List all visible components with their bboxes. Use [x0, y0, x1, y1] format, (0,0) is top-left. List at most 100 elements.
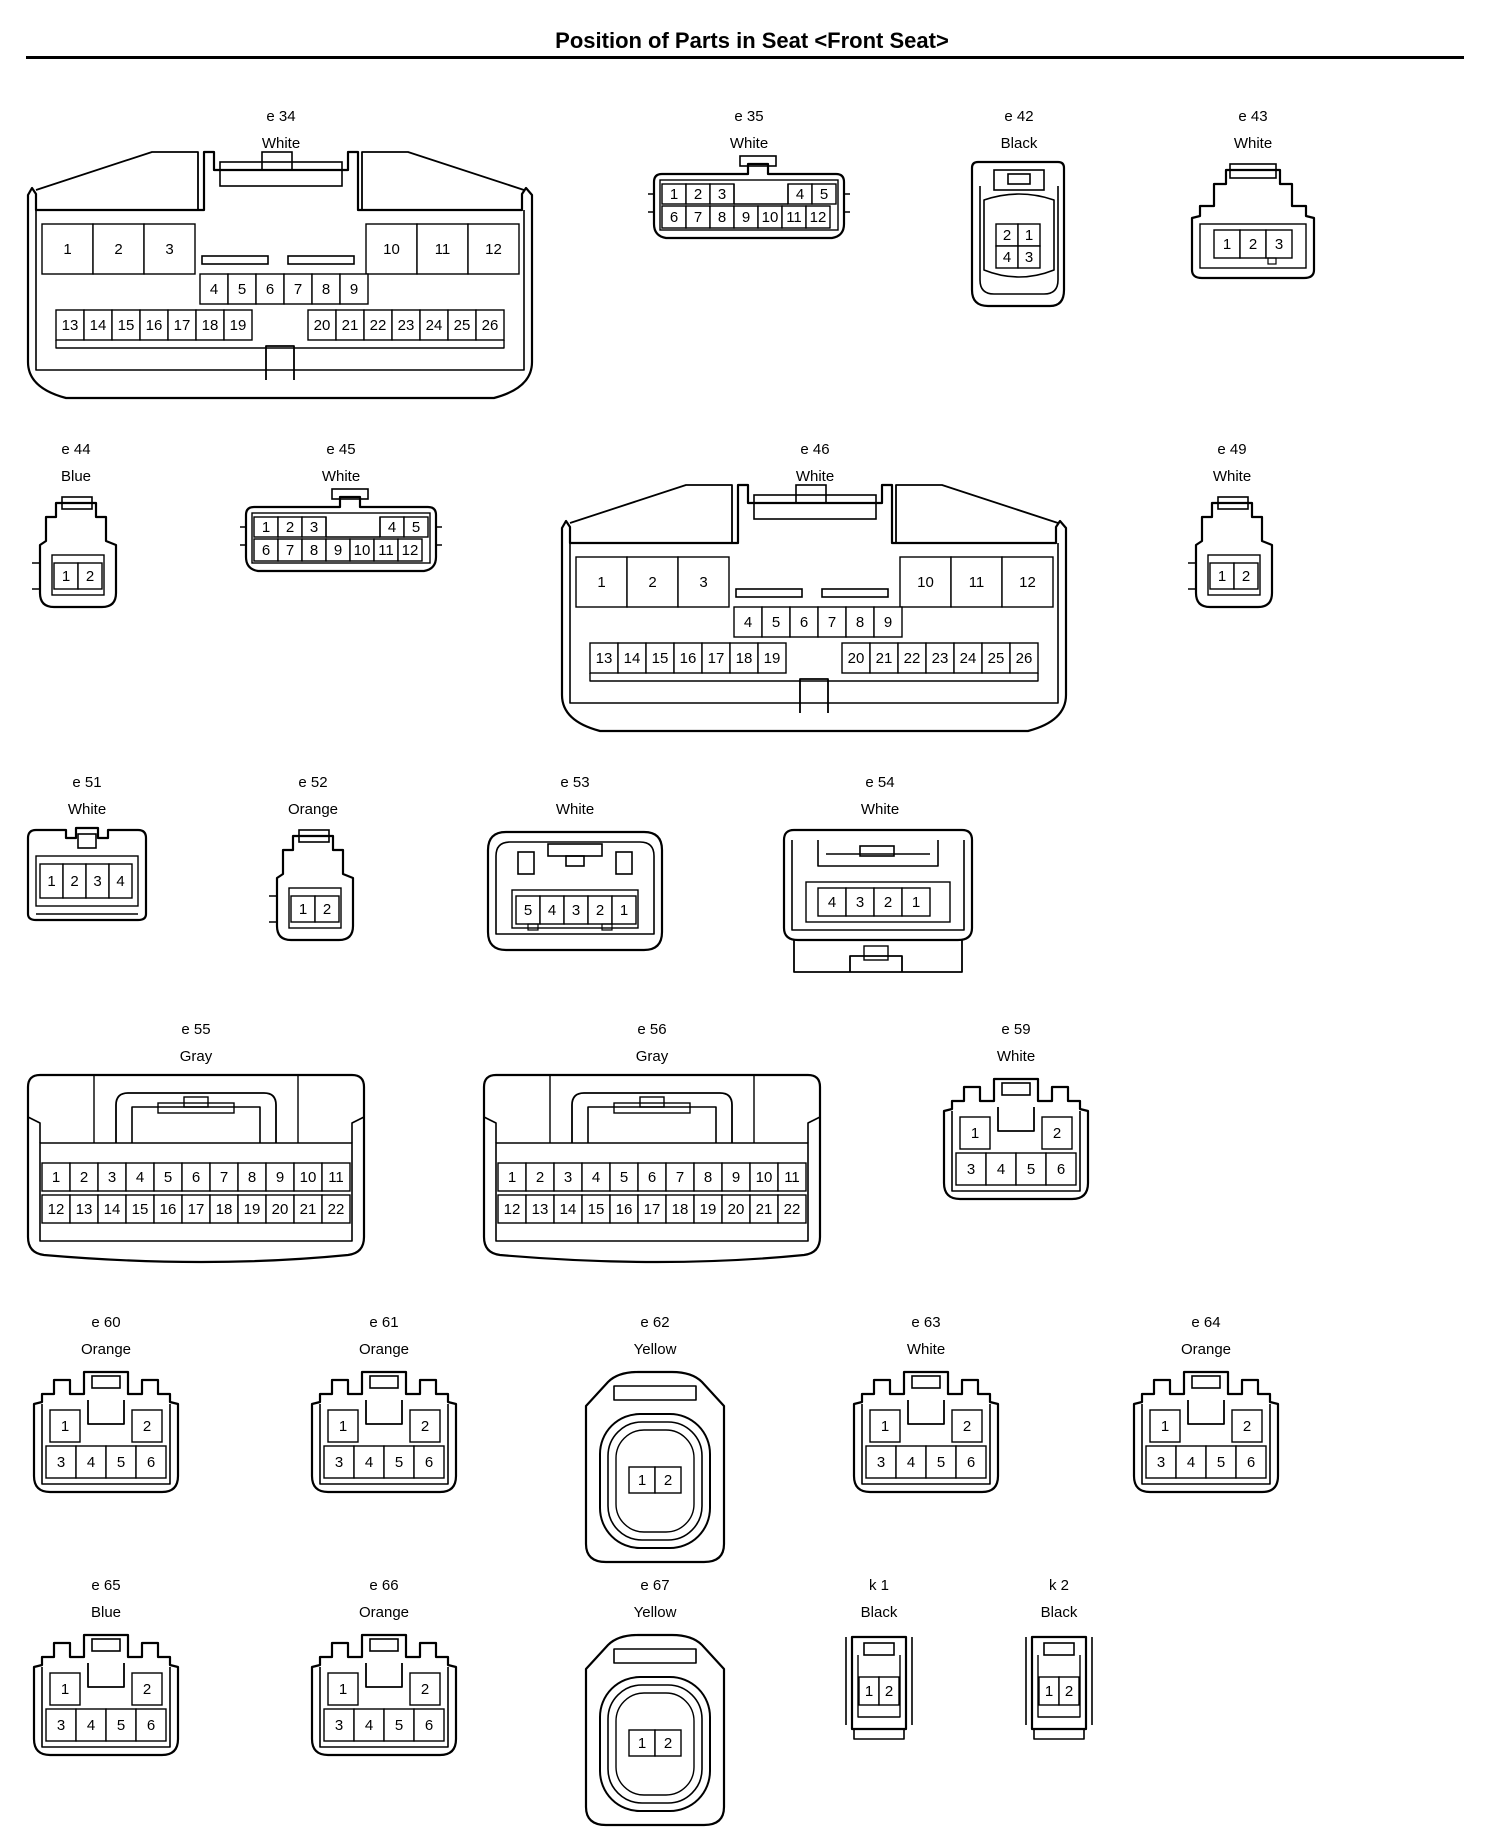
pin-cell: 4 — [353, 1445, 385, 1479]
pin-cell: 3 — [1265, 229, 1293, 259]
seal-ring — [615, 1692, 695, 1796]
pin-cell: 1 — [611, 895, 637, 925]
pin-number: 19 — [230, 317, 247, 334]
pin-box — [873, 606, 903, 638]
pin-cell: 15 — [111, 309, 141, 341]
pin-cell: 6 — [413, 1708, 445, 1742]
pin-number: 16 — [146, 317, 163, 334]
pin-number: 9 — [742, 209, 750, 226]
pin-box — [1233, 562, 1259, 590]
pin-cell: 3 — [85, 863, 110, 899]
pin-number: 8 — [704, 1169, 712, 1186]
pin-box — [609, 1194, 639, 1224]
pin-cell: 2 — [1041, 1116, 1073, 1150]
pin-cell: 4 — [353, 1708, 385, 1742]
center-key — [365, 1400, 403, 1425]
pin-number: 16 — [680, 650, 697, 667]
pin-number: 2 — [286, 519, 294, 536]
pin-box — [950, 556, 1003, 608]
connector-color: White — [555, 801, 595, 818]
lock-arch — [571, 1092, 733, 1143]
center-key — [1187, 1400, 1225, 1425]
pin-cell: 5 — [1205, 1445, 1237, 1479]
pin-number: 6 — [1057, 1161, 1065, 1178]
pin-number: 2 — [80, 1169, 88, 1186]
housing-outline — [32, 1633, 180, 1757]
pin-box — [105, 1445, 137, 1479]
pin-number: 26 — [482, 317, 499, 334]
pin-number: 7 — [828, 614, 836, 631]
rear-base — [793, 940, 963, 973]
seal-ring — [607, 1684, 703, 1804]
lock-tab — [1229, 163, 1277, 179]
pin-box — [108, 863, 133, 899]
pin-cell: 16 — [609, 1194, 639, 1224]
pin-number: 7 — [294, 281, 302, 298]
pin-cell: 17 — [181, 1194, 211, 1224]
pin-box — [49, 1672, 81, 1706]
pin-number: 2 — [664, 1472, 672, 1489]
lock-tab — [613, 1648, 697, 1664]
key-slot — [799, 678, 829, 713]
pin-number: 1 — [62, 568, 70, 585]
pin-box — [1041, 1116, 1073, 1150]
pin-box — [321, 1194, 351, 1224]
pin-number: 12 — [48, 1201, 65, 1218]
lock-notch — [639, 1096, 665, 1108]
pin-number: 3 — [165, 241, 173, 258]
center-key — [733, 184, 789, 205]
inner-frame — [35, 210, 525, 371]
cavity — [983, 193, 1055, 278]
pin-box — [1149, 1409, 1181, 1443]
pin-number: 20 — [272, 1201, 289, 1218]
pin-number: 6 — [648, 1169, 656, 1186]
pin-number: 1 — [1218, 568, 1226, 585]
pin-cell: 1 — [253, 516, 279, 538]
pin-number: 1 — [912, 894, 920, 911]
seal-ring — [599, 1676, 711, 1812]
pin-box — [955, 1152, 987, 1186]
pin-box — [293, 1162, 323, 1192]
connector-color: Orange — [287, 801, 339, 818]
pin-cell: 21 — [293, 1194, 323, 1224]
pin-cell: 2 — [1231, 1409, 1263, 1443]
pin-number: 19 — [764, 650, 781, 667]
pin-number: 6 — [1247, 1454, 1255, 1471]
inner-frame — [857, 1655, 901, 1718]
pin-cell: 12 — [467, 223, 520, 275]
pin-number: 19 — [244, 1201, 261, 1218]
pin-cell: 2 — [62, 863, 87, 899]
pin-cell: 9 — [721, 1162, 751, 1192]
pin-number: 18 — [672, 1201, 689, 1218]
pin-cell: 2 — [1058, 1676, 1080, 1706]
pin-number: 9 — [350, 281, 358, 298]
pin-cell: 12 — [805, 205, 831, 229]
housing-outline — [310, 1370, 458, 1494]
inner-frame — [1037, 1655, 1081, 1718]
pin-cell: 3 — [563, 895, 589, 925]
pin-number: 5 — [395, 1454, 403, 1471]
pin-number: 4 — [1187, 1454, 1195, 1471]
pin-number: 8 — [248, 1169, 256, 1186]
pin-cell: 5 — [383, 1445, 415, 1479]
pin-cell: 15 — [581, 1194, 611, 1224]
pin-number: 1 — [47, 873, 55, 890]
pin-cell: 2 — [131, 1409, 163, 1443]
latch-left — [569, 484, 733, 543]
pin-cell: 1 — [628, 1729, 656, 1757]
pin-box — [654, 1729, 682, 1757]
pin-cell: 7 — [817, 606, 847, 638]
connector-color: White — [1233, 135, 1273, 152]
pin-box — [290, 895, 316, 923]
pin-box — [1058, 1676, 1080, 1706]
housing-split — [549, 1075, 755, 1143]
pin-cell: 4 — [1175, 1445, 1207, 1479]
pin-number: 11 — [969, 574, 985, 591]
pin-cell: 16 — [673, 642, 703, 674]
